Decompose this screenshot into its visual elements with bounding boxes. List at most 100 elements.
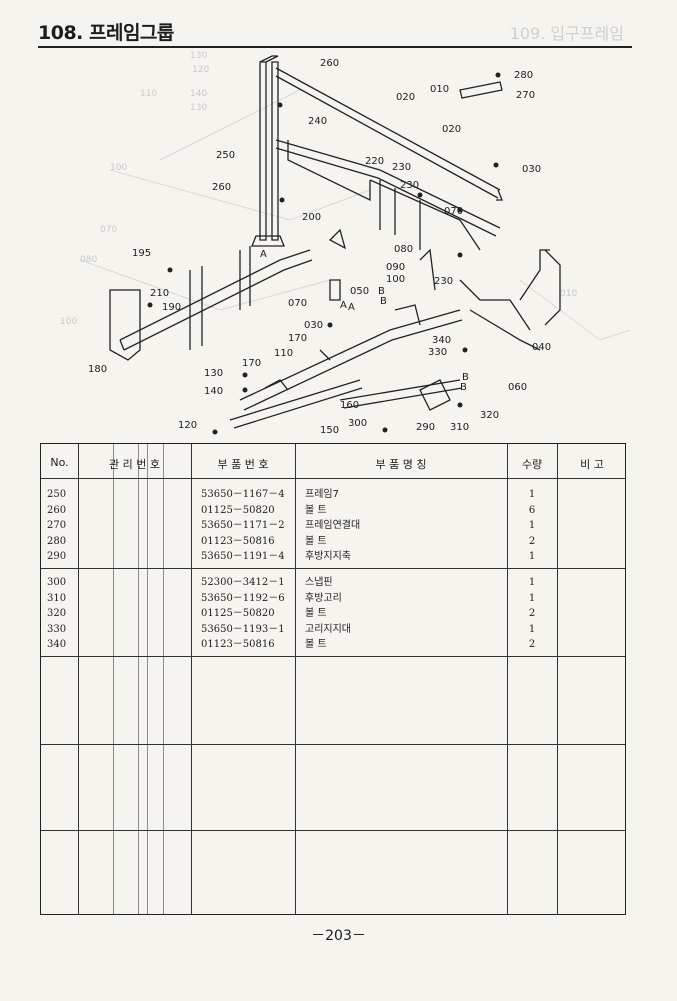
header-part-number: 부 품 번 호 bbox=[217, 458, 269, 471]
row-no: 260 bbox=[47, 504, 67, 516]
ghost-label: 110 bbox=[140, 89, 157, 99]
callout-label: 130 bbox=[204, 368, 223, 379]
page-number: －203－ bbox=[311, 928, 366, 944]
header-management-number: 관 리 번 호 bbox=[109, 458, 160, 471]
callout-label: 120 bbox=[178, 420, 197, 431]
ghost-label: 140 bbox=[190, 89, 207, 99]
callout-label: 320 bbox=[480, 410, 499, 421]
ghost-label: 100 bbox=[110, 163, 127, 173]
callout-label: 170 bbox=[288, 333, 307, 344]
column-divider bbox=[163, 444, 164, 914]
callout-label: B bbox=[380, 296, 387, 307]
group-divider bbox=[41, 568, 625, 569]
parts-list-table: No. 관 리 번 호 부 품 번 호 부 품 명 칭 수량 비 고 250 5… bbox=[40, 443, 626, 915]
letter-marker: A bbox=[260, 249, 267, 260]
callout-label: 230 bbox=[392, 162, 411, 173]
row-part-name: 프레임연결대 bbox=[305, 520, 361, 531]
row-no: 250 bbox=[47, 489, 67, 500]
callout-label: 340 bbox=[432, 335, 451, 346]
drawing-lines bbox=[109, 55, 561, 429]
callout-label: 060 bbox=[508, 382, 527, 393]
ghost-label: 100 bbox=[60, 317, 77, 327]
callout-label: 220 bbox=[365, 156, 384, 167]
ghost-label: 120 bbox=[192, 65, 209, 75]
header-divider bbox=[41, 478, 625, 479]
callout-label: 330 bbox=[428, 347, 447, 358]
callout-label: 020 bbox=[442, 124, 461, 135]
callout-label: 260 bbox=[212, 182, 231, 193]
row-part-number: 53650－1193－1 bbox=[201, 623, 285, 635]
column-divider bbox=[557, 444, 558, 914]
row-part-number: 53650－1167－4 bbox=[201, 489, 285, 500]
row-part-name: 볼 트 bbox=[305, 504, 327, 516]
row-quantity: 2 bbox=[528, 608, 536, 619]
bleed-through-title: 109. 입구프레임 bbox=[509, 24, 624, 43]
ghost-label: 080 bbox=[80, 255, 97, 265]
row-quantity: 1 bbox=[528, 520, 536, 531]
bleed-through-lines bbox=[79, 89, 631, 341]
letter-marker: B bbox=[462, 372, 469, 383]
callout-label: 200 bbox=[302, 212, 321, 223]
row-part-name: 스냅핀 bbox=[305, 577, 333, 588]
callout-label: 050 bbox=[350, 286, 369, 297]
row-part-number: 53650－1192－6 bbox=[201, 592, 285, 604]
callout-label: 010 bbox=[430, 84, 449, 95]
column-divider bbox=[138, 444, 139, 914]
ghost-label: 070 bbox=[100, 225, 117, 235]
callout-label: 110 bbox=[274, 348, 293, 359]
callout-label: 030 bbox=[304, 320, 323, 331]
row-no: 340 bbox=[47, 639, 67, 650]
header-quantity: 수량 bbox=[521, 458, 543, 471]
row-quantity: 1 bbox=[528, 489, 536, 500]
row-quantity: 2 bbox=[528, 535, 536, 547]
callout-label: 160 bbox=[340, 400, 359, 411]
callout-label: 090 bbox=[386, 262, 405, 273]
callout-label: 230 bbox=[434, 276, 453, 287]
row-part-name: 볼 트 bbox=[305, 608, 327, 619]
letter-marker: B bbox=[378, 286, 385, 297]
callout-label: 070 bbox=[288, 298, 307, 309]
ghost-label: 010 bbox=[560, 289, 577, 299]
page-title: 108. 프레임그룹 bbox=[38, 22, 174, 44]
row-no: 310 bbox=[47, 592, 67, 604]
callout-label: 290 bbox=[416, 422, 435, 433]
group-divider bbox=[41, 656, 625, 657]
callout-label: 070 bbox=[444, 206, 463, 217]
column-divider bbox=[147, 444, 148, 914]
callout-label: 190 bbox=[162, 302, 181, 313]
callout-label: 150 bbox=[320, 425, 339, 436]
header-part-name: 부 품 명 칭 bbox=[375, 458, 427, 471]
column-divider bbox=[113, 444, 114, 914]
callout-labels: 260 280 270 020 010 240 020 250 220 230 … bbox=[88, 58, 551, 436]
connection-letter-markers: A A B B bbox=[260, 249, 469, 383]
row-part-number: 53650－1171－2 bbox=[201, 520, 285, 531]
ghost-label: 130 bbox=[190, 51, 207, 61]
row-quantity: 1 bbox=[528, 551, 536, 562]
callout-label: 030 bbox=[522, 164, 541, 175]
group-divider bbox=[41, 830, 625, 831]
callout-label: 040 bbox=[532, 342, 551, 353]
letter-marker: A bbox=[340, 300, 347, 311]
callout-label: 270 bbox=[516, 90, 535, 101]
row-part-name: 후방고리 bbox=[305, 592, 342, 604]
row-no: 320 bbox=[47, 608, 67, 619]
callout-label: 230 bbox=[400, 180, 419, 191]
row-quantity: 1 bbox=[528, 592, 536, 604]
callout-label: 310 bbox=[450, 422, 469, 433]
callout-label: A bbox=[348, 302, 355, 313]
row-quantity: 1 bbox=[528, 577, 536, 588]
row-part-number: 01123－50816 bbox=[201, 535, 275, 547]
row-quantity: 2 bbox=[528, 639, 536, 650]
callout-label: 195 bbox=[132, 248, 151, 259]
group-divider bbox=[41, 744, 625, 745]
callout-label: 300 bbox=[348, 418, 367, 429]
row-part-name: 고리지지대 bbox=[305, 623, 351, 635]
callout-label: 080 bbox=[394, 244, 413, 255]
bleed-through-labels: 130 120 140 110 130 100 070 080 100 010 bbox=[60, 51, 577, 327]
row-no: 280 bbox=[47, 535, 67, 547]
header-no: No. bbox=[50, 456, 69, 469]
row-quantity: 1 bbox=[528, 623, 536, 635]
callout-label: B bbox=[460, 382, 467, 393]
column-divider bbox=[191, 444, 192, 914]
row-part-number: 01125－50820 bbox=[201, 608, 275, 619]
